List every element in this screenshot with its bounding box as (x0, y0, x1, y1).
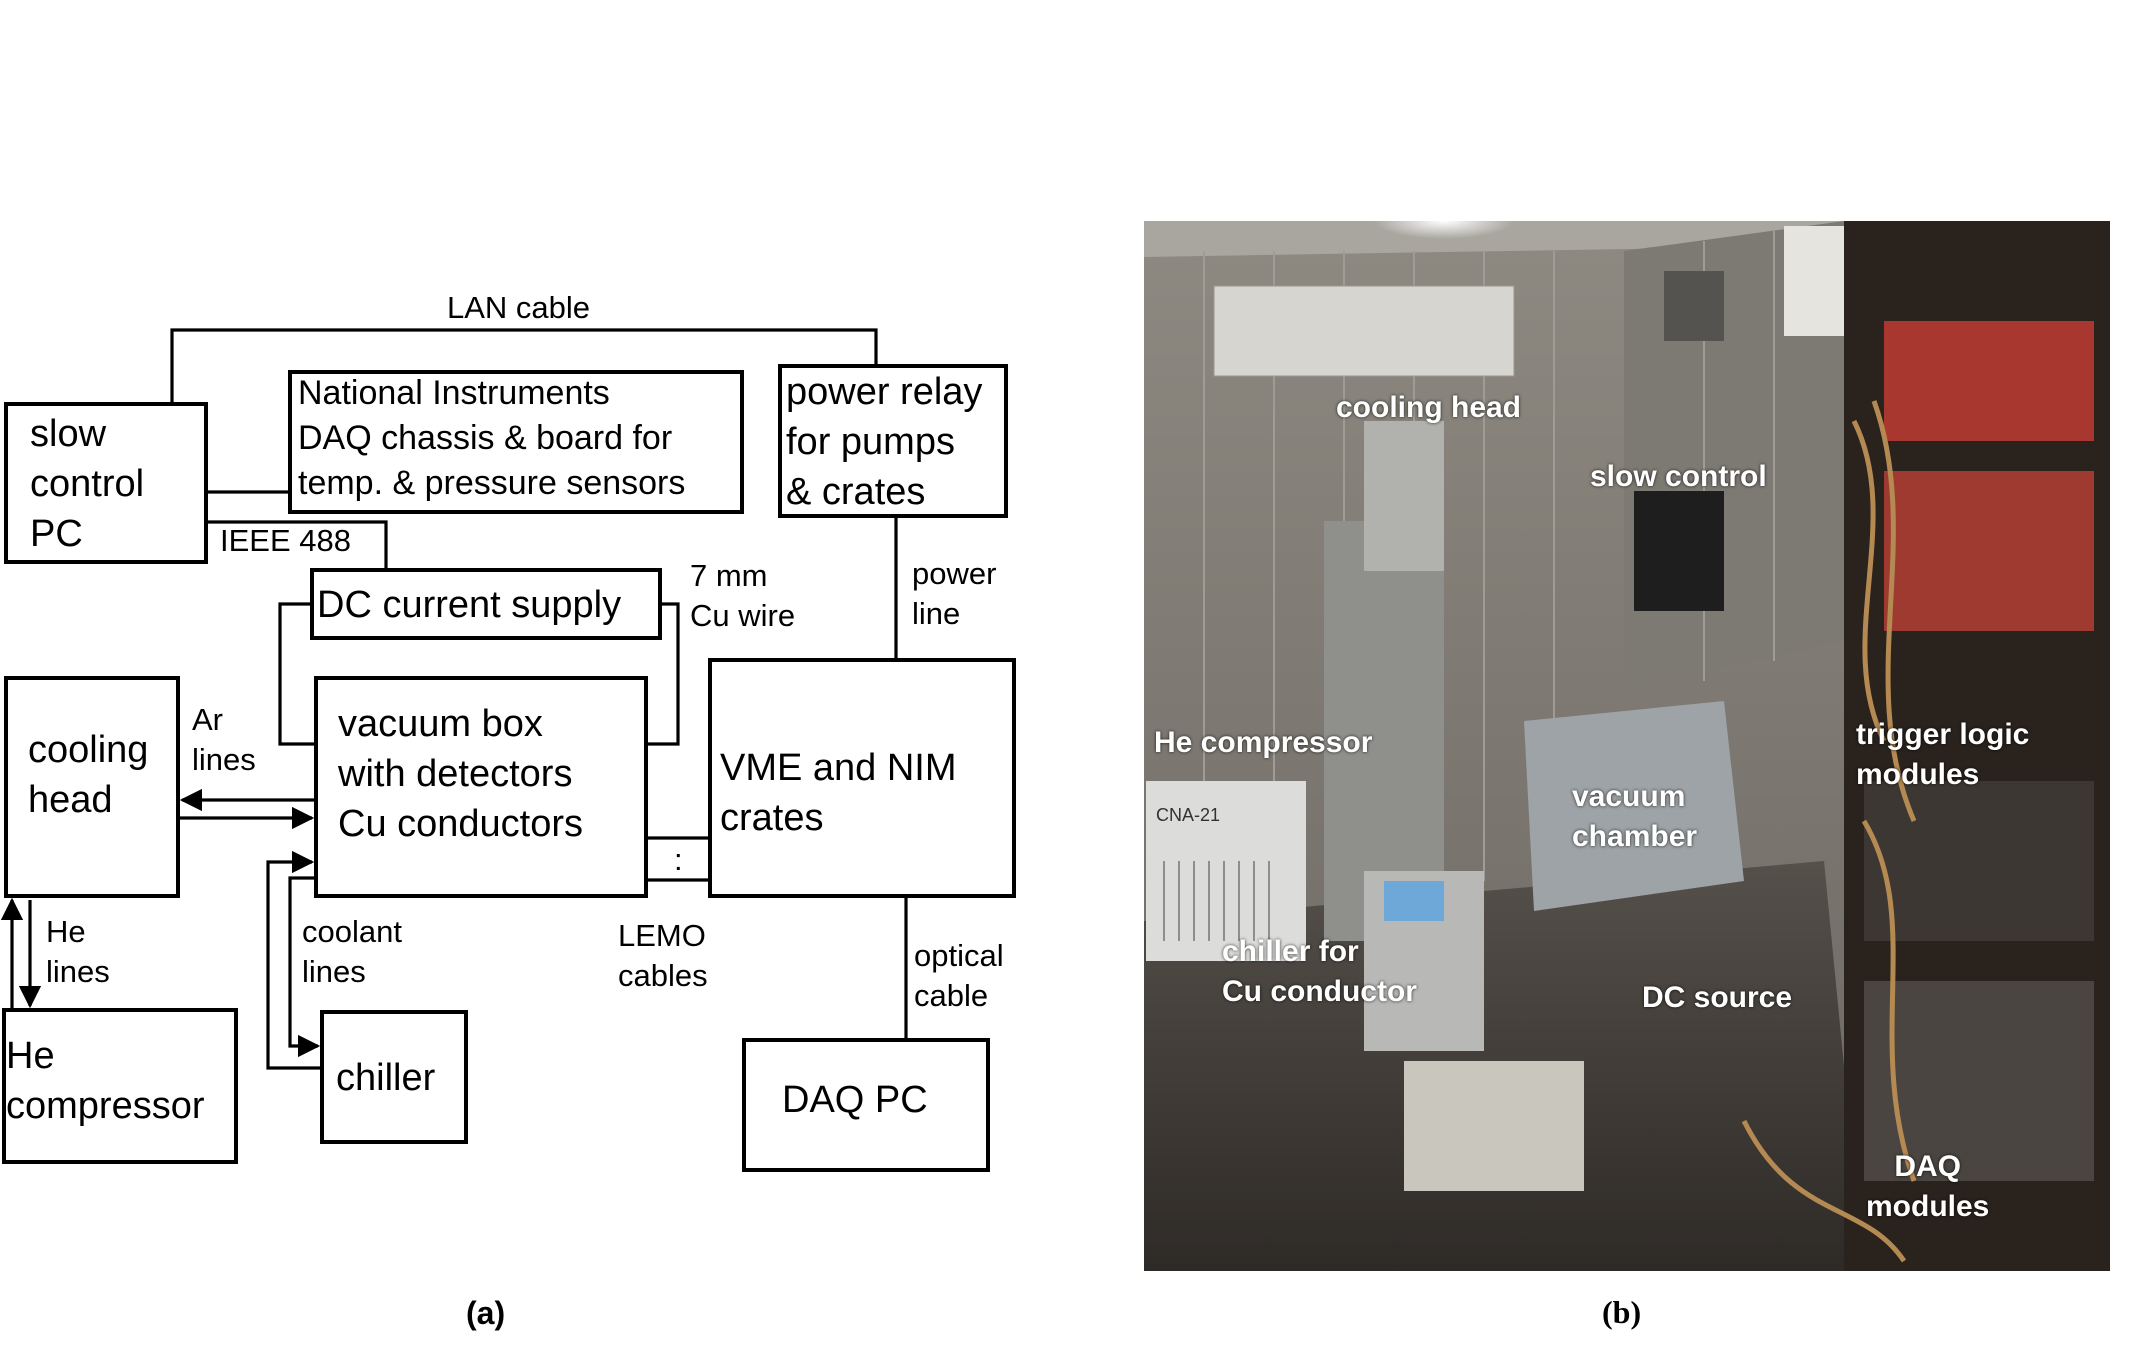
coolant-line-out (288, 876, 321, 1058)
block-diagram: LAN cable slow control PC National Instr… (0, 290, 1016, 1331)
power-relay-box (778, 364, 1008, 518)
cooling-head-box (4, 676, 180, 898)
lab-photo: CNA-21 cooling head slow control He comp… (1144, 221, 2110, 1271)
ieee-488-label: IEEE 488 (220, 523, 351, 558)
photo-label-dc-source: DC source (1642, 981, 1793, 1014)
photo-he-compressor (1146, 781, 1306, 961)
photo-wall-vent (1664, 271, 1724, 341)
chiller-box (320, 1010, 468, 1144)
photo-label-cooling-head: cooling head (1336, 391, 1522, 424)
lan-cable-line (170, 328, 878, 404)
photo-chiller-panel (1384, 881, 1444, 921)
slow-control-pc-box (4, 402, 208, 564)
lemo-colon: : (674, 842, 683, 877)
photo-vacuum-chamber (1524, 701, 1744, 911)
vme-nim-box (708, 658, 1016, 898)
daq-pc-label: DAQ PC (782, 1079, 928, 1121)
optical-cable-label: optical cable (914, 938, 1012, 1013)
chiller-label: chiller (336, 1057, 436, 1099)
he-compressor-label: He compressor (6, 1035, 205, 1127)
ieee-488-line (206, 520, 388, 570)
photo-label-daq-modules: DAQ modules (1866, 1150, 1990, 1223)
coolant-line-in (266, 850, 322, 1070)
photo-cryostat-head (1364, 421, 1444, 571)
he-compressor-box (2, 1008, 238, 1164)
vacuum-box (314, 676, 648, 898)
dc-supply-label: DC current supply (317, 584, 621, 626)
photo-cna-label: CNA-21 (1156, 805, 1220, 825)
photo-label-he-compressor: He compressor (1154, 726, 1373, 759)
lan-cable-label: LAN cable (447, 290, 590, 325)
photo-compressor-grille (1163, 861, 1270, 941)
ni-daq-label: National Instruments DAQ chassis & board… (298, 374, 685, 502)
ar-lines-label: Ar lines (192, 702, 256, 777)
caption-b: (b) (1602, 1294, 1642, 1330)
photo-label-trigger-logic: trigger logic modules (1856, 718, 2030, 791)
power-relay-label: power relay for pumps & crates (786, 371, 993, 513)
ni-daq-box (288, 370, 744, 514)
he-lines-label: He lines (46, 914, 110, 989)
dc-left-wire (278, 602, 316, 746)
photo-label-vacuum-chamber: vacuum chamber (1572, 780, 1698, 853)
photo-slow-control-pc (1634, 491, 1724, 611)
slow-control-pc-label: slow control PC (30, 413, 155, 555)
daq-pc-box (742, 1038, 990, 1172)
photo-cables (1741, 400, 1917, 1263)
photo-lamp (1374, 221, 1514, 239)
photo-label-slow-control: slow control (1590, 460, 1767, 493)
cu-wire-label: 7 mm Cu wire (690, 558, 795, 633)
coolant-lines-label: coolant lines (302, 914, 411, 989)
vme-nim-label: VME and NIM crates (720, 747, 967, 839)
caption-a: (a) (466, 1295, 505, 1331)
photo-dc-source (1404, 1061, 1584, 1191)
vacuum-box-label: vacuum box with detectors Cu conductors (337, 703, 583, 845)
power-line-label: power line (912, 556, 1005, 631)
photo-ac-unit (1213, 285, 1515, 377)
photo-rack-modules (1864, 321, 2094, 1181)
cooling-head-label: cooling head (28, 729, 159, 821)
photo-label-chiller: chiller for Cu conductor (1222, 935, 1417, 1008)
lemo-cables-label: LEMO cables (618, 918, 714, 993)
dc-right-wire (646, 602, 680, 746)
